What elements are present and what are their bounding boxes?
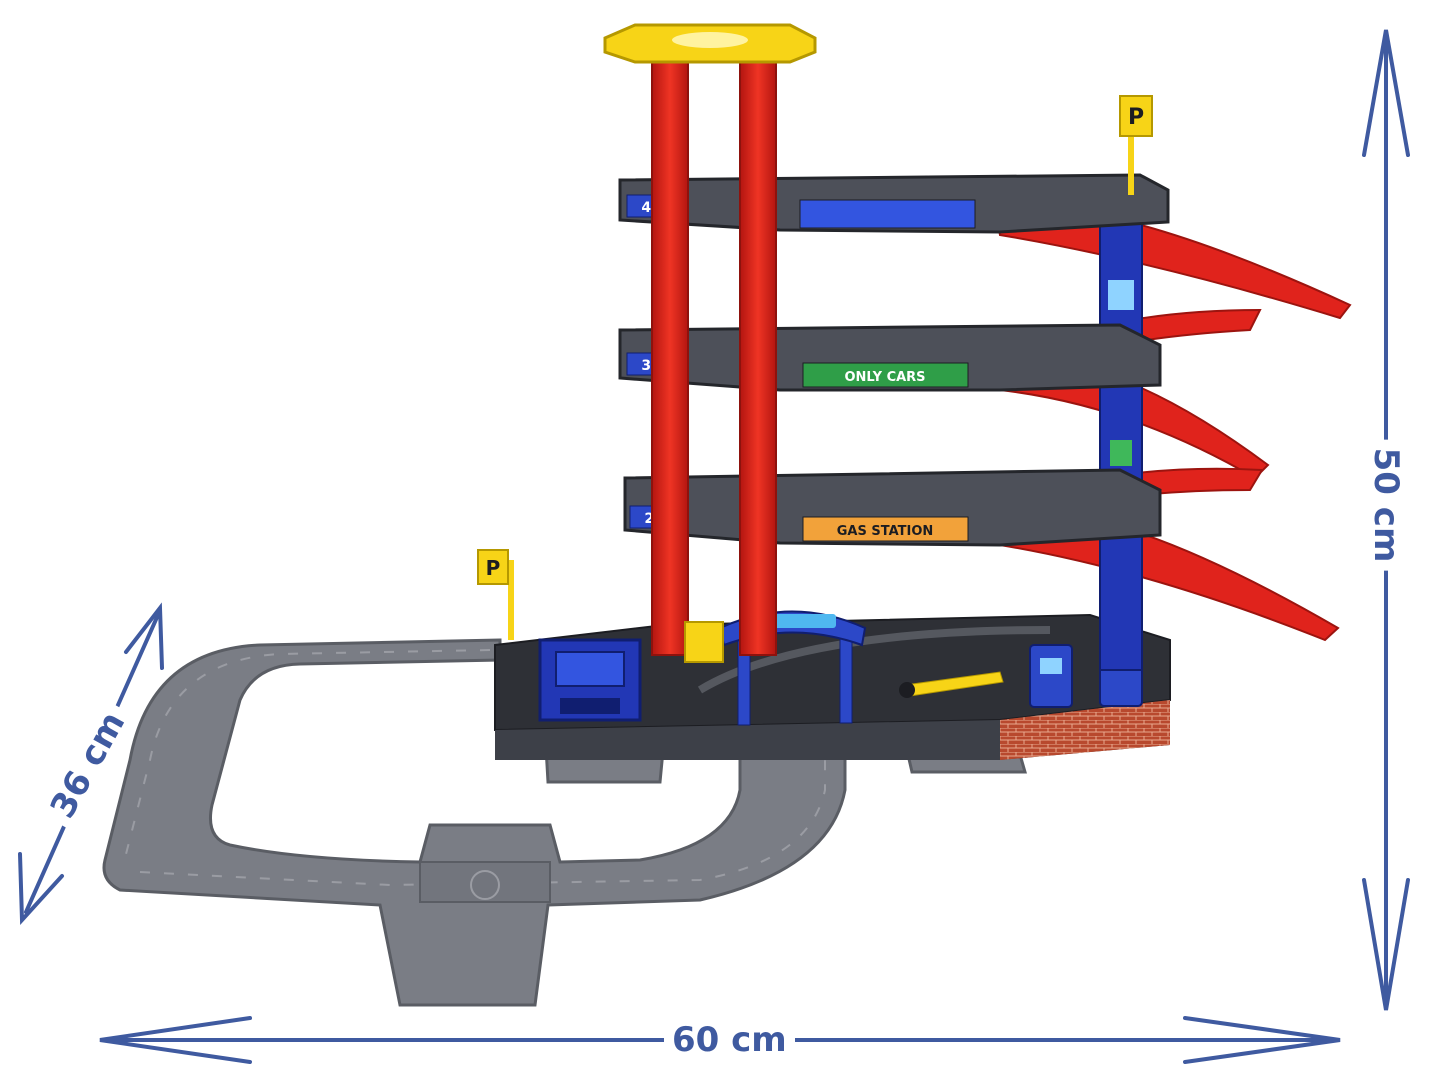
width-label: 60 cm — [664, 1020, 795, 1060]
base-platform — [494, 613, 1171, 760]
blue-column — [1099, 199, 1143, 671]
car-lift — [538, 638, 642, 722]
deck-floor4 — [618, 173, 1170, 234]
parking-sign-base-label: P — [486, 556, 501, 580]
parking-sign-top-label: P — [1128, 105, 1144, 130]
helipad-roof — [603, 23, 817, 64]
parking-sign-base: P — [477, 549, 514, 640]
banner-gas-station: GAS STATION — [837, 524, 934, 539]
red-pillars — [651, 54, 777, 663]
deck-floor2: GAS STATION — [623, 468, 1162, 547]
height-label: 50 cm — [1366, 439, 1406, 571]
banner-only-cars: ONLY CARS — [844, 370, 925, 385]
spiral-ramps — [993, 206, 1352, 642]
parking-sign-top: P — [1119, 95, 1153, 195]
deck-floor3: ONLY CARS — [618, 323, 1162, 392]
